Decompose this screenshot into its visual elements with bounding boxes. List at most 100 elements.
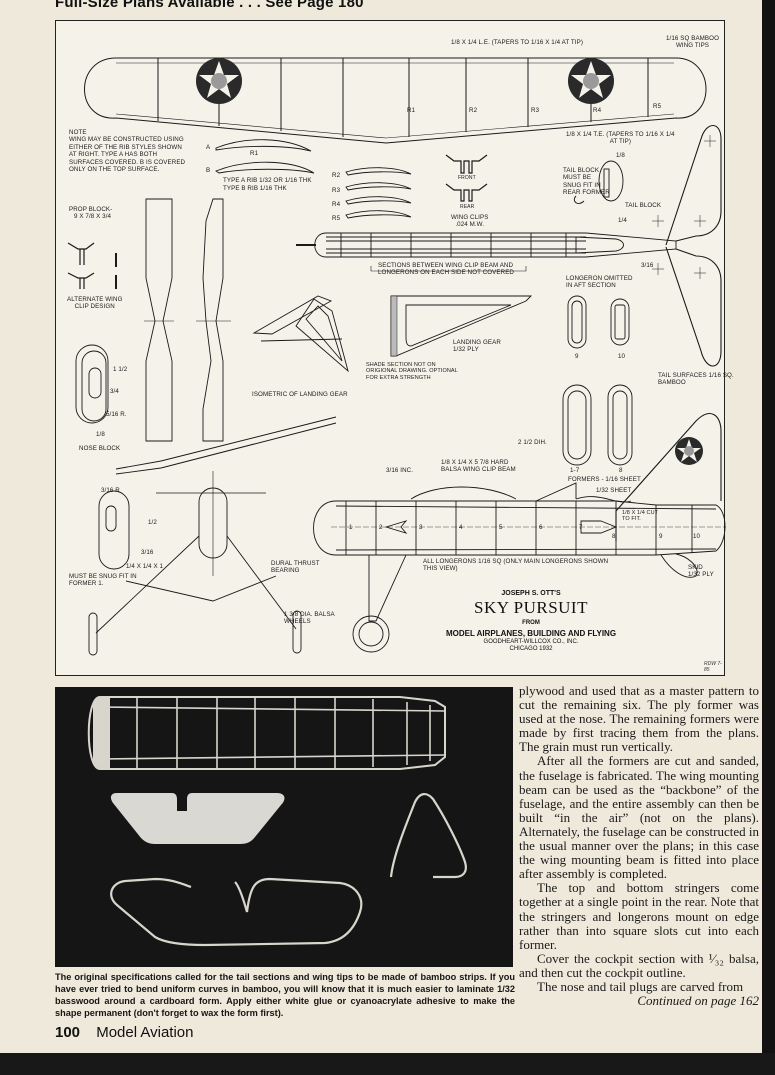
tail-block-label: TAIL BLOCK (625, 202, 662, 209)
page-edge-shadow (762, 0, 775, 1075)
tail-surfaces-line1: TAIL SURFACES 1/16 SQ. (658, 372, 734, 379)
tail-block (598, 160, 624, 202)
rib-label-r1: R1 (407, 107, 416, 114)
rib-b (215, 161, 315, 174)
longeron-omitted-note: LONGERON OMITTED IN AFT SECTION (566, 275, 633, 290)
wing-tip-outline-photo (110, 877, 363, 947)
front-dim-1-2: 1/2 (148, 519, 157, 526)
wing-outline (84, 57, 707, 144)
tail-block-note-line: REAR FORMER (563, 189, 610, 197)
wheels-label-line2: WHEELS (284, 618, 311, 626)
front-dim-3-16r: 3/16 R (101, 487, 120, 494)
former-number: 8 (612, 533, 616, 540)
prop-block-line1: PROP BLOCK- (69, 206, 113, 213)
nose-block-label: NOSE BLOCK (79, 445, 121, 452)
nose-dim-1-8: 1/8 (96, 431, 105, 438)
wing-clip-beam-label: 1/8 x 1/4 x 5 7/8 HARD BALSA WING CLIP B… (441, 459, 516, 474)
stabilizer-photo (110, 793, 285, 844)
rib-label-r4: R4 (593, 107, 602, 114)
sections-note-line2: LONGERONS ON EACH SIDE NOT COVERED (378, 269, 514, 277)
snug-fit-note: MUST BE SNUG FIT IN FORMER 1. (69, 573, 137, 588)
horizontal-tail (665, 124, 722, 367)
prop-block-front (145, 198, 173, 442)
prop-block-label: PROP BLOCK- 9 x 7/8 x 3/4 (69, 206, 112, 221)
tail-block-note-line: SNUG FIT IN (563, 181, 601, 189)
shade-note-line: ORIGIONAL DRAWING. OPTIONAL (366, 368, 458, 375)
rib-a-r1-label: R1 (250, 150, 259, 157)
former-8-label: 8 (619, 467, 623, 474)
beam-label-line2: BALSA WING CLIP BEAM (441, 466, 516, 474)
formers-label: FORMERS - 1/16 SHEET (568, 476, 641, 483)
longerons-note-line2: THIS VIEW) (423, 565, 458, 573)
rib-type-a-spec: TYPE A RIB 1/32 or 1/16 THK (223, 177, 312, 184)
longerons-note-line1: ALL LONGERONS 1/16 SQ (ONLY MAIN LONGERO… (423, 558, 609, 565)
dihedral-label: 2 1/2 DIH. (518, 439, 547, 446)
shade-section-note: SHADE SECTION NOT ON ORIGIONAL DRAWING. … (366, 362, 458, 381)
title-from: FROM (522, 620, 540, 626)
note-title: NOTE (69, 129, 87, 136)
longeron-note-line2: IN AFT SECTION (566, 282, 616, 290)
page-footer: 100 Model Aviation (55, 1024, 194, 1041)
article-column: plywood and used that as a master patter… (519, 683, 759, 1009)
cut-to-fit-label: 1/8 x 1/4 CUT TO FIT. (622, 510, 658, 523)
shade-note-line: SHADE SECTION NOT ON (366, 362, 436, 368)
former-number: 6 (539, 524, 543, 531)
dural-label-line1: DURAL THRUST (271, 560, 320, 567)
tail-outline-photo (389, 793, 467, 879)
small-rib-r4: R4 (332, 201, 341, 208)
rib-type-b-spec: TYPE B RIB 1/16 THK (223, 185, 287, 192)
dim-3-16: 3/16 (641, 262, 654, 269)
small-rib-r3: R3 (332, 187, 341, 194)
continued-link[interactable]: Continued on page 162 (637, 993, 759, 1009)
note-line: ONLY ON THE TOP SURFACE. (69, 166, 160, 174)
draftsman-signature: RDW 7-85 (704, 661, 722, 673)
tail-block-dim-1-8: 1/8 (616, 152, 625, 159)
alt-clip-line1: ALTERNATE WING (67, 296, 123, 303)
tail-block-note-line: TAIL BLOCK (563, 167, 600, 174)
magazine-name: Model Aviation (96, 1024, 194, 1041)
alt-clip-line2: CLIP DESIGN (74, 303, 115, 311)
article-paragraph: The nose and tail plugs are carved from (537, 978, 744, 994)
former-1-7-label: 1-7 (570, 467, 580, 474)
skid-label-line1: SKID (688, 564, 703, 571)
rib-a (215, 139, 312, 152)
plan-drawing: 1/8 x 1/4 L.E. (TAPERS TO 1/16 x 1/4 AT … (55, 20, 734, 676)
tail-roundel (675, 437, 703, 465)
nose-dim-5-16r: 5/16 R. (106, 411, 127, 418)
tail-surfaces-label: TAIL SURFACES 1/16 SQ. BAMBOO (658, 372, 734, 387)
former-number: 2 (379, 524, 383, 531)
wing-clip-rear-label: REAR (460, 204, 475, 210)
trailing-edge-label: 1/8 x 1/4 T.E. (TAPERS TO 1/16 x 1/4 AT … (566, 131, 675, 146)
sections-note: SECTIONS BETWEEN WING CLIP BEAM AND LONG… (378, 262, 514, 277)
former-10-label: 10 (618, 353, 626, 360)
parts-photo (55, 687, 513, 967)
prop-block-line2: 9 x 7/8 x 3/4 (74, 213, 112, 221)
wing-tips-label: 1/16 SQ BAMBOO WING TIPS (666, 35, 719, 50)
landing-gear-line2: 1/32 PLY (453, 346, 479, 354)
small-rib-r2: R2 (332, 172, 341, 179)
wing-tips-label-line2: WING TIPS (675, 42, 710, 50)
tail-block-note-line: MUST BE (563, 174, 592, 182)
wheels-label: 1 3/8 DIA. BALSA WHEELS (284, 611, 335, 626)
note-line: AT RIGHT. TYPE A HAS BOTH (69, 151, 158, 159)
former-number: 5 (499, 524, 503, 531)
former-9-label: 9 (575, 353, 579, 360)
cut-label-line1: 1/8 x 1/4 CUT (622, 510, 659, 516)
page-number: 100 (55, 1024, 81, 1041)
wing-clips-label: WING CLIPS .024 M.W. (451, 214, 488, 229)
nose-block (75, 344, 109, 424)
skid-label-line2: 1/32 PLY (688, 571, 714, 579)
rib-label-r3: R3 (531, 107, 540, 114)
wing-note: NOTE WING MAY BE CONSTRUCTED USING EITHE… (69, 129, 185, 173)
sheet-label: 1/32 SHEET (596, 487, 632, 494)
title-publisher: GOODHEART-WILLCOX CO., INC. (483, 639, 579, 645)
isometric-landing-gear-label: ISOMETRIC OF LANDING GEAR (252, 391, 348, 398)
nose-dim-3-4: 3/4 (110, 388, 119, 395)
snug-note-line1: MUST BE SNUG FIT IN (69, 573, 137, 580)
wing-clips-line2: .024 M.W. (455, 221, 485, 229)
wing-clip-front-label: FRONT (458, 175, 476, 181)
cut-label-line2: TO FIT. (622, 516, 641, 523)
landing-gear-label: LANDING GEAR 1/32 PLY (453, 339, 501, 354)
wing-roundel-left (196, 58, 242, 104)
photo-caption: The original specifications called for t… (55, 972, 515, 1018)
